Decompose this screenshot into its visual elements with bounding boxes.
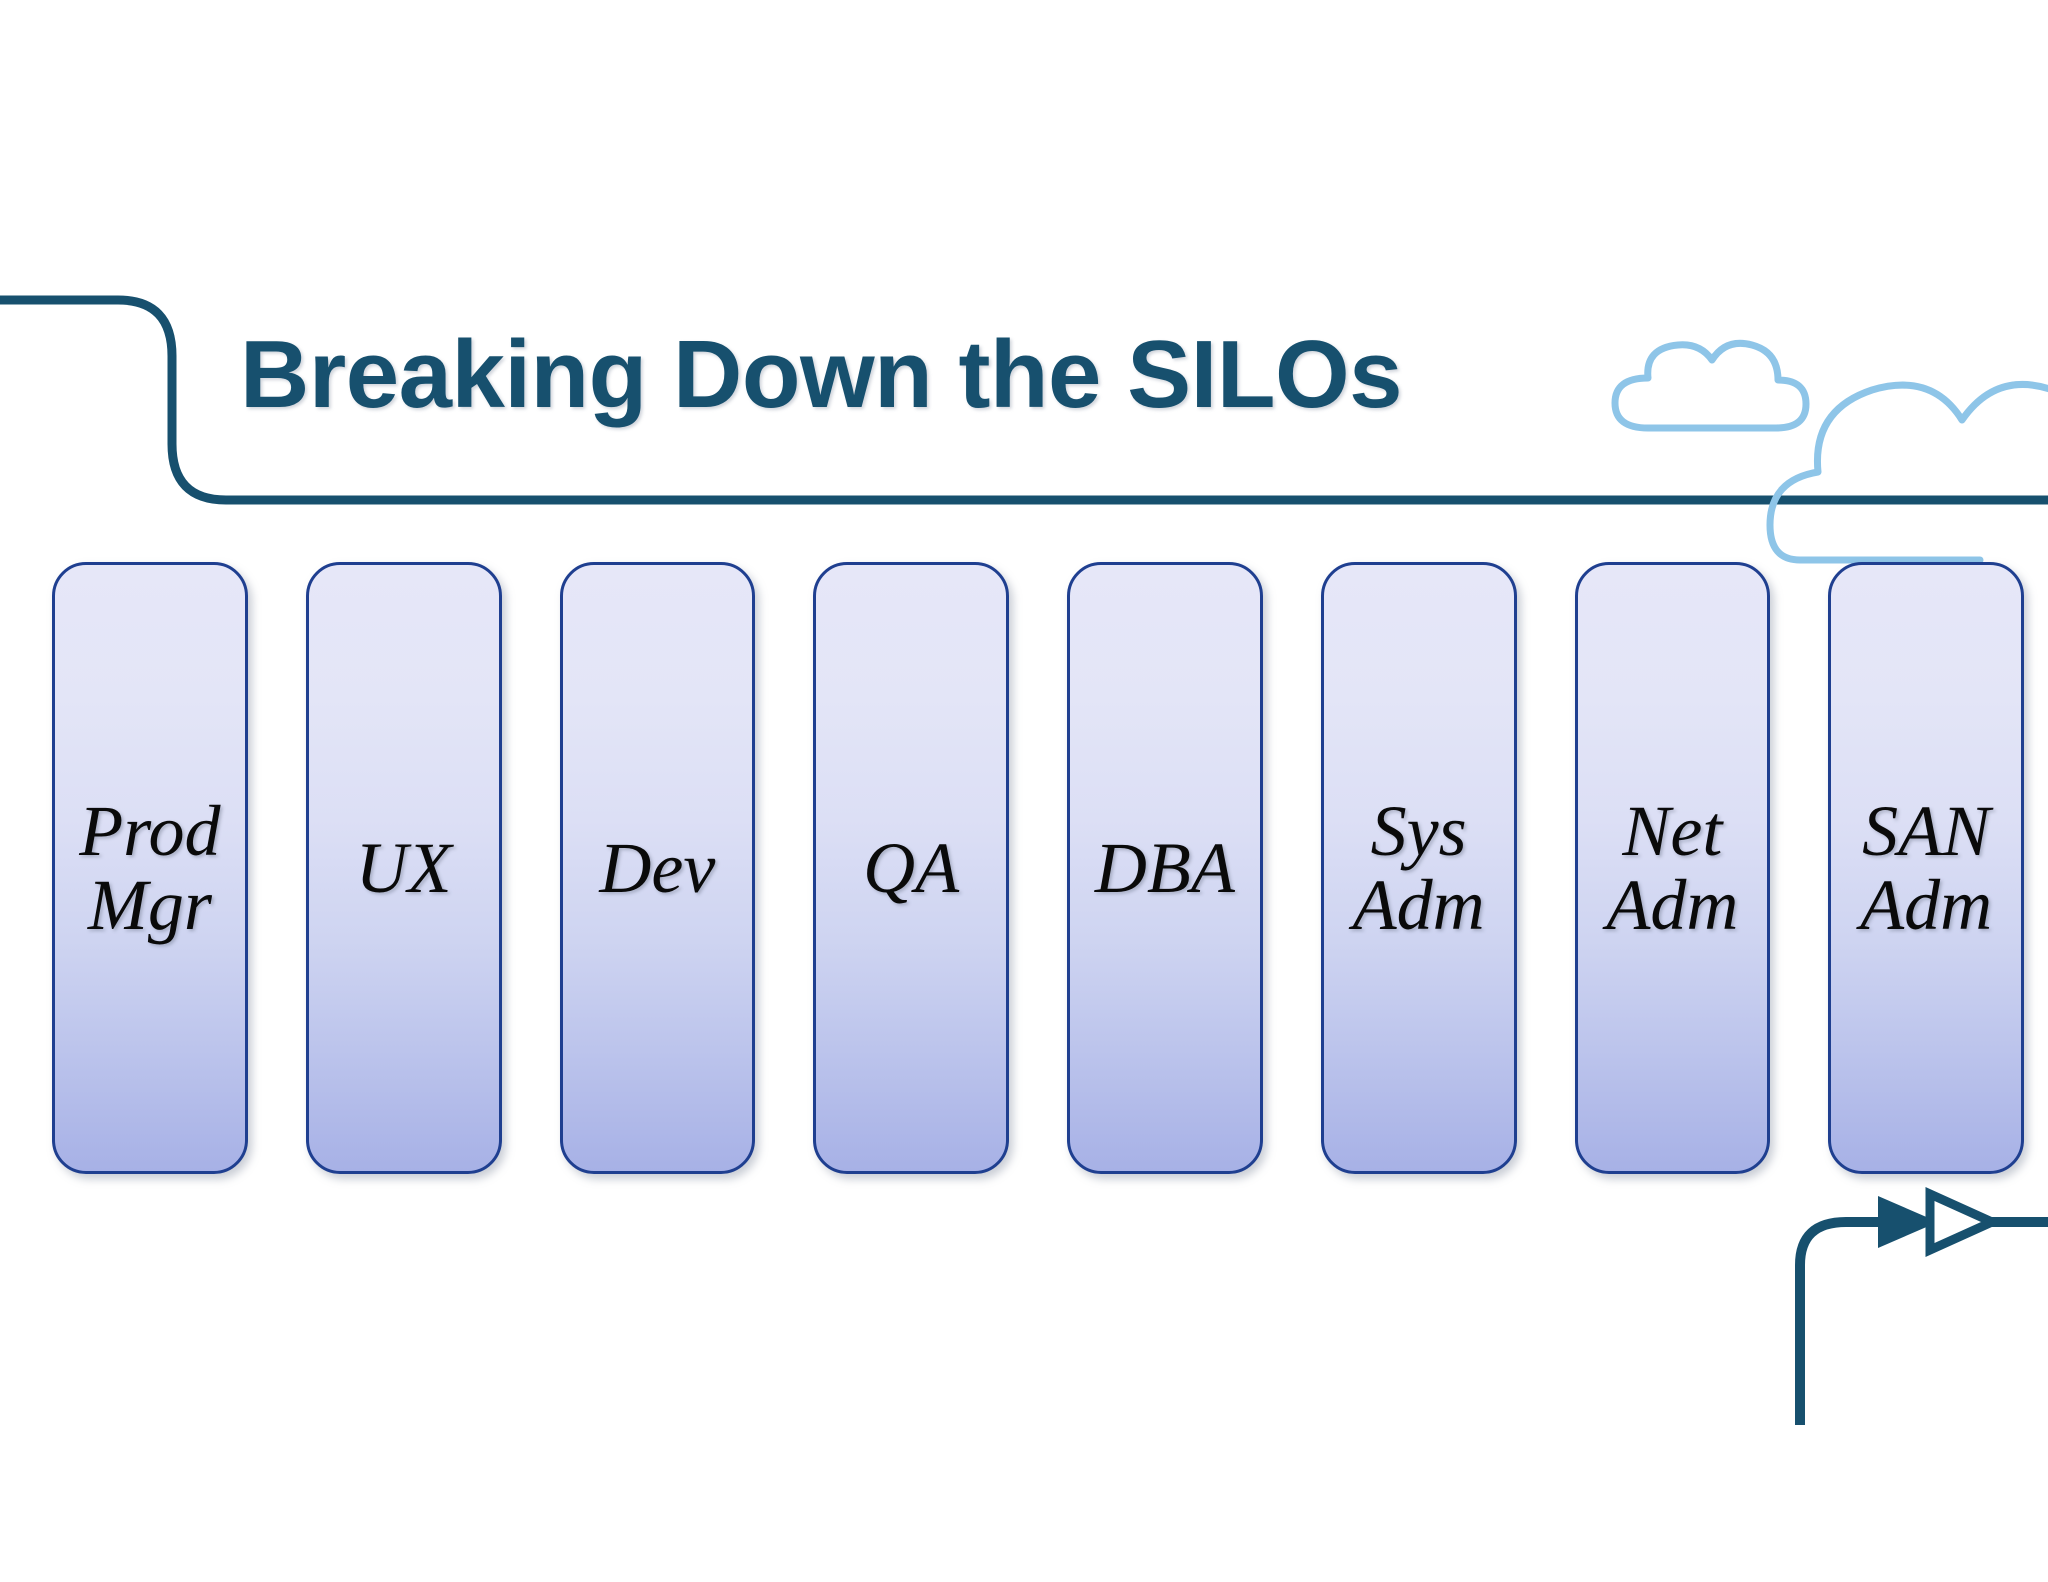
page-title: Breaking Down the SILOs <box>240 321 1403 428</box>
silo-box-developer[interactable]: Dev <box>559 562 756 1174</box>
silo-label: Sys Adm <box>1352 790 1485 945</box>
silo-box-network-administrator[interactable]: Net Adm <box>1574 562 1771 1174</box>
silo-label: Prod Mgr <box>79 790 221 945</box>
silo-box-san-administrator[interactable]: SAN Adm <box>1828 562 2024 1174</box>
silo-label: SAN Adm <box>1860 790 1993 945</box>
silo-box-database-administrator[interactable]: DBA <box>1067 562 1263 1174</box>
silo-box-product-manager[interactable]: Prod Mgr <box>52 562 248 1174</box>
silo-label: DBA <box>1094 827 1235 908</box>
silo-label: UX <box>355 827 452 908</box>
silo-box-user-experience[interactable]: UX <box>305 562 502 1174</box>
silo-label: QA <box>863 827 960 908</box>
silo-row: Prod Mgr UX Dev QA DBA Sys Adm Net Adm S… <box>52 562 2024 1174</box>
solid-right-arrow-icon <box>1878 1196 1938 1248</box>
hollow-right-arrow-icon <box>1925 1187 2003 1257</box>
cloud-small-icon <box>1611 339 1810 432</box>
silo-label: Net Adm <box>1606 790 1739 945</box>
silo-box-quality-assurance[interactable]: QA <box>813 562 1009 1174</box>
silo-label: Dev <box>599 827 716 908</box>
cloud-large-icon <box>1766 381 2048 564</box>
silo-box-system-administrator[interactable]: Sys Adm <box>1320 562 1517 1174</box>
